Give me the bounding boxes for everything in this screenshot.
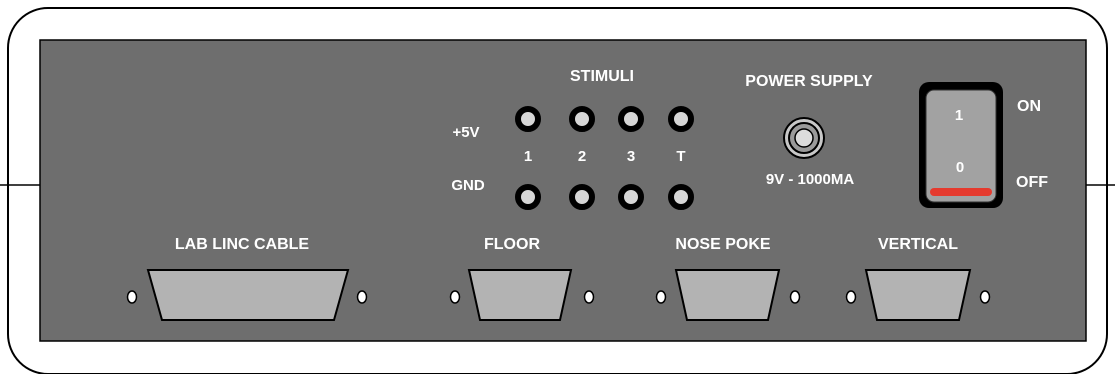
stimuli-row-gnd-label: GND [451, 177, 485, 194]
stimuli-row-plus5v-label: +5V [452, 124, 479, 141]
stimuli-jack-t-plus5v[interactable] [668, 106, 694, 132]
stimuli-channel-3-label: 3 [627, 148, 635, 165]
db9-connector-icon[interactable] [449, 269, 595, 321]
power-jack-icon[interactable] [783, 117, 825, 159]
db9-connector-icon[interactable] [845, 269, 991, 321]
connector-vertical-label: VERTICAL [878, 236, 958, 253]
power-supply-title: POWER SUPPLY [745, 73, 873, 90]
connector-lab-linc-cable-label: LAB LINC CABLE [175, 236, 310, 253]
stimuli-jacks-bottom [515, 184, 694, 210]
stimuli-channel-1-label: 1 [524, 148, 532, 165]
stimuli-jack-1-gnd[interactable] [515, 184, 541, 210]
power-supply-rating: 9V - 1000MA [766, 171, 855, 188]
power-switch-indicator [930, 188, 992, 196]
stimuli-jack-1-plus5v[interactable] [515, 106, 541, 132]
stimuli-jack-3-plus5v[interactable] [618, 106, 644, 132]
stimuli-jack-2-gnd[interactable] [569, 184, 595, 210]
stimuli-jack-t-gnd[interactable] [668, 184, 694, 210]
switch-on-label: ON [1017, 98, 1041, 115]
power-switch-rocker[interactable] [925, 89, 997, 203]
stimuli-channel-2-label: 2 [578, 148, 586, 165]
stimuli-jacks-top [515, 106, 694, 132]
stimuli-jack-3-gnd[interactable] [618, 184, 644, 210]
switch-off-label: OFF [1016, 174, 1048, 191]
power-switch-mark-0: 0 [956, 159, 964, 176]
power-switch-mark-1: 1 [955, 107, 963, 124]
connector-floor-label: FLOOR [484, 236, 540, 253]
stimuli-channel-t-label: T [676, 148, 685, 165]
db25-connector-icon[interactable] [126, 269, 368, 321]
power-switch[interactable]: 1 0 [919, 82, 1003, 208]
stimuli-jack-2-plus5v[interactable] [569, 106, 595, 132]
db9-connector-icon[interactable] [655, 269, 801, 321]
stimuli-title: STIMULI [570, 68, 634, 85]
connector-nose-poke-label: NOSE POKE [675, 236, 770, 253]
